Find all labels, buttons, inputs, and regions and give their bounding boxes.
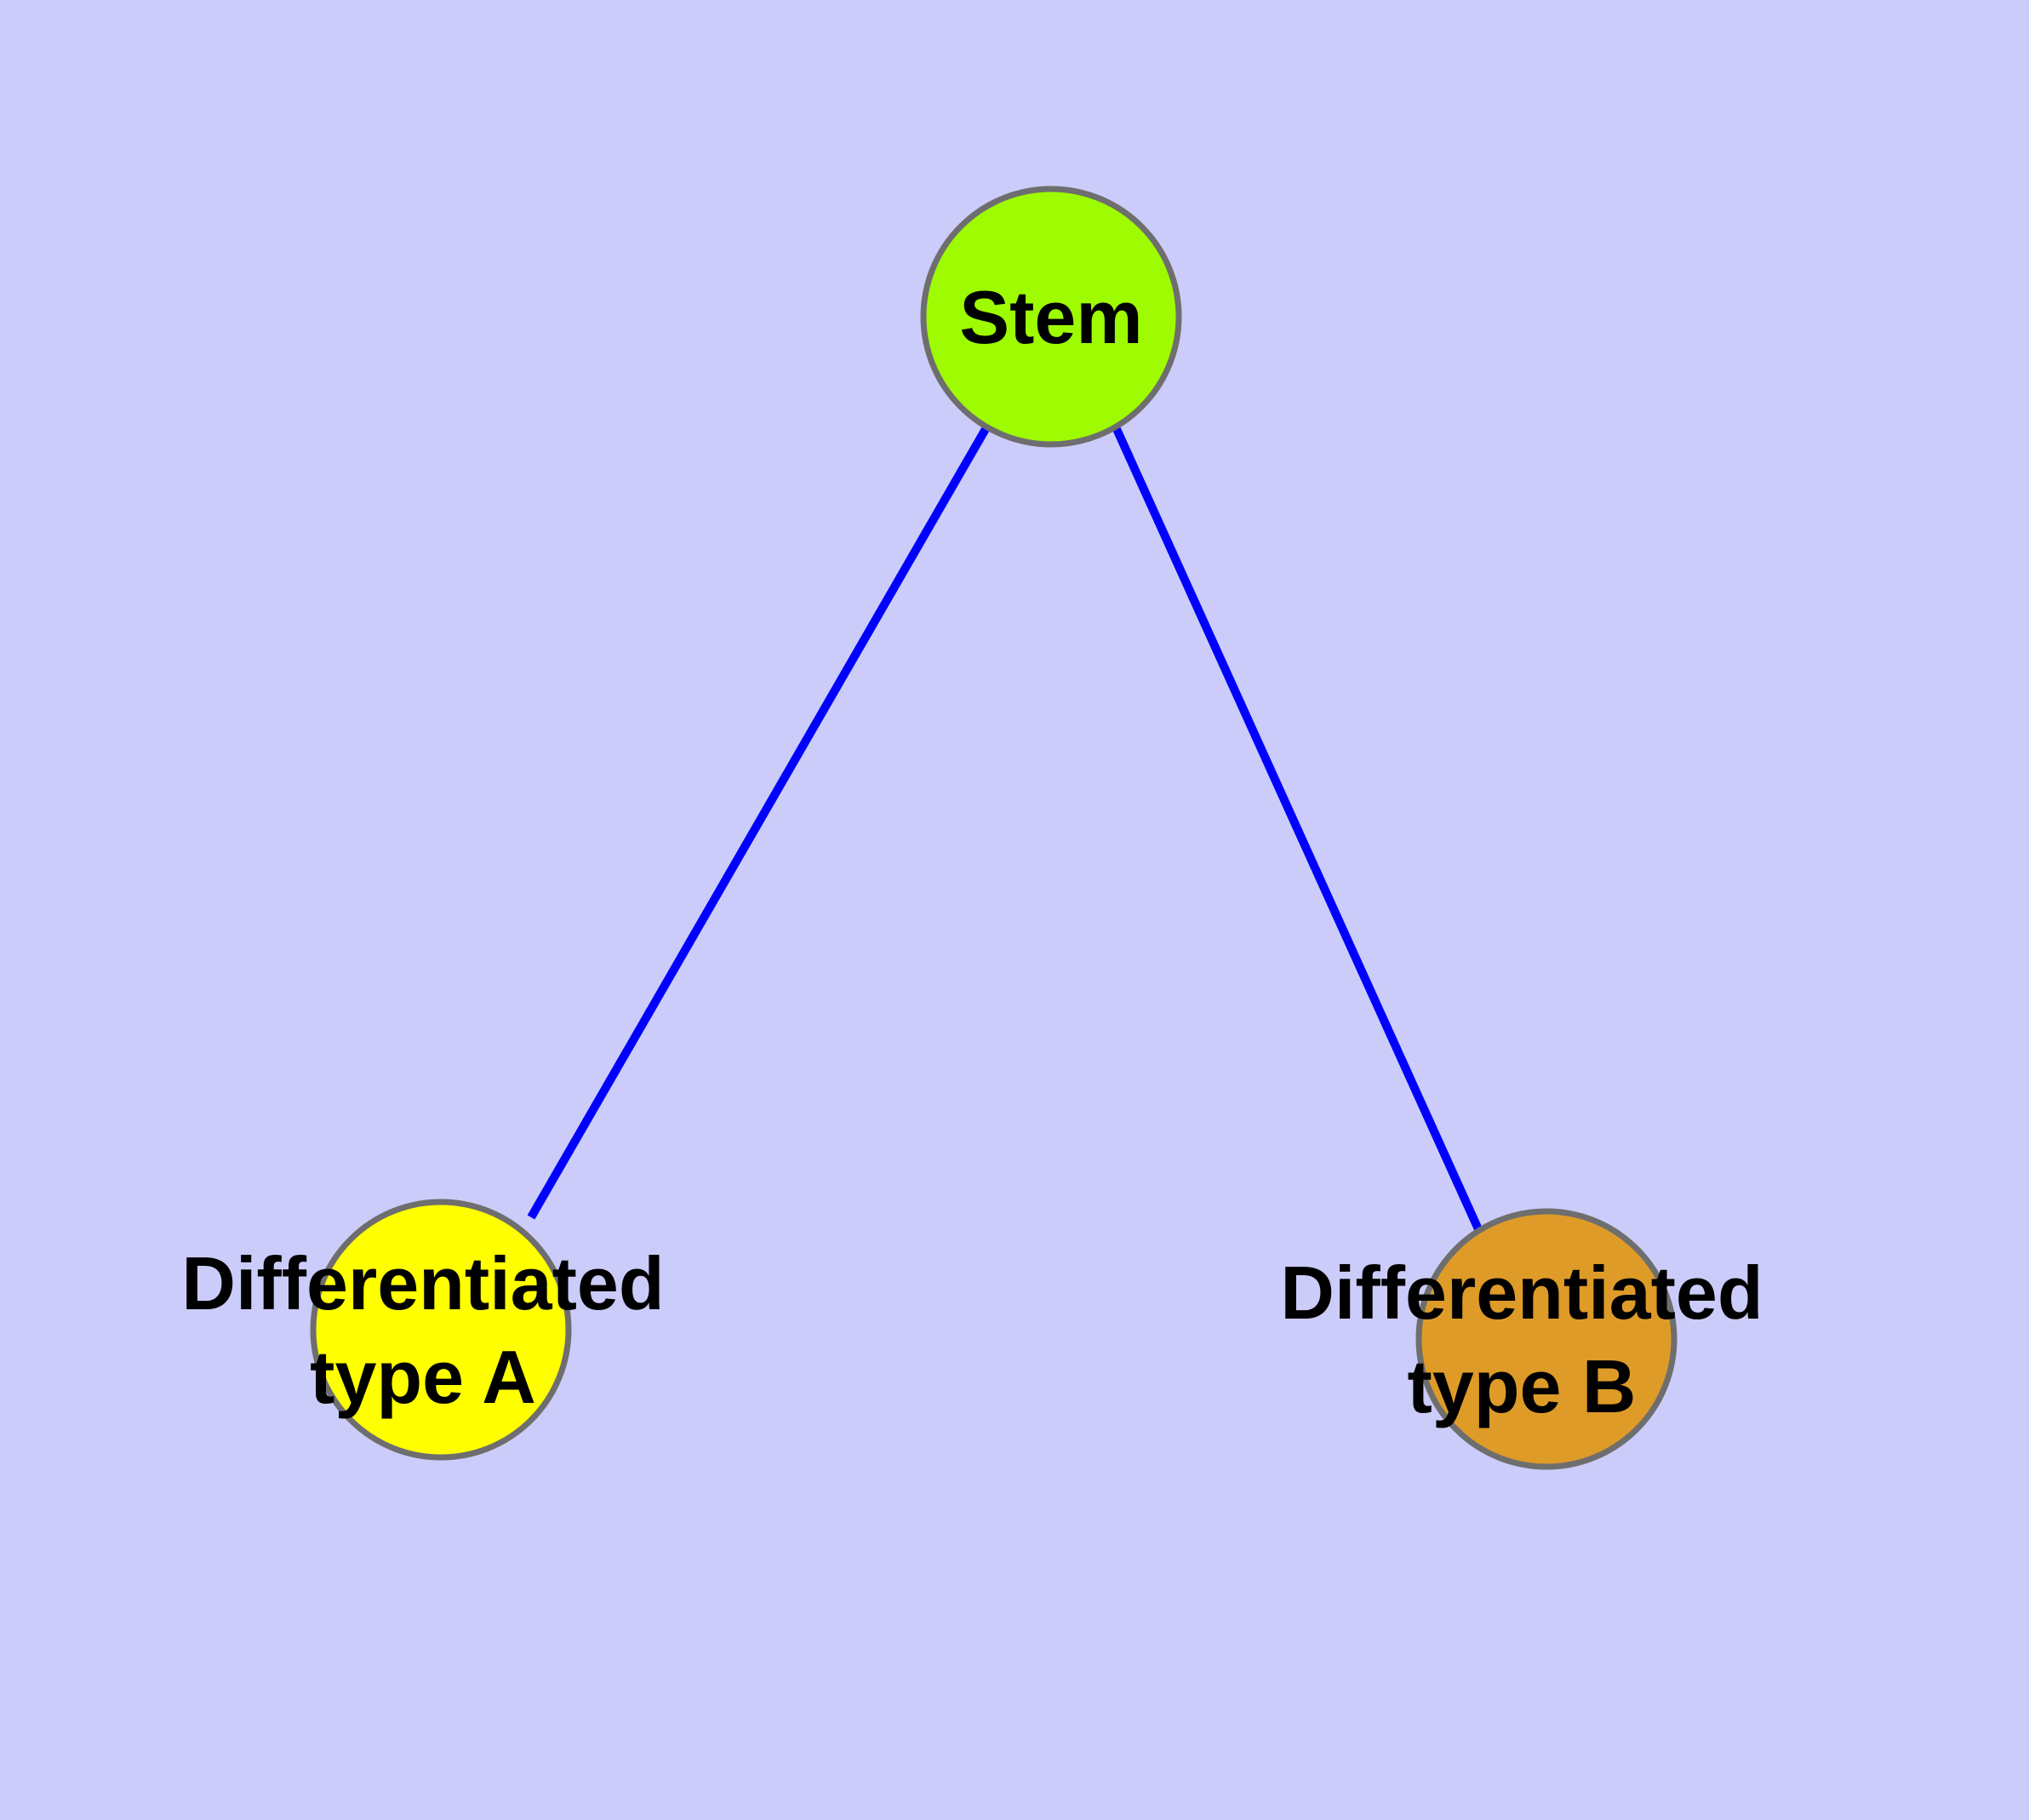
node-circle-diff_a[interactable] — [310, 1199, 572, 1461]
graph-node-diff_b[interactable]: Differentiated type B — [1280, 1208, 1763, 1470]
edge-layer — [527, 426, 1483, 1232]
node-label-diff_b-line-2: type B — [1408, 1344, 1637, 1428]
node-label-diff_a-line-1: Differentiated — [181, 1241, 664, 1325]
graph-edge-stem-to-diff_a[interactable] — [527, 426, 990, 1220]
node-label-stem-line-1: Stem — [959, 275, 1142, 359]
node-label-diff_a-line-2: type A — [310, 1335, 536, 1419]
node-circle-stem[interactable] — [920, 186, 1182, 448]
graph-edge-stem-to-diff_b[interactable] — [1112, 426, 1483, 1232]
graph-node-stem[interactable]: Stem — [920, 186, 1182, 448]
graph-node-diff_a[interactable]: Differentiated type A — [181, 1199, 665, 1461]
node-label-diff_b-line-1: Differentiated — [1280, 1251, 1763, 1335]
node-circle-diff_b[interactable] — [1415, 1208, 1677, 1470]
